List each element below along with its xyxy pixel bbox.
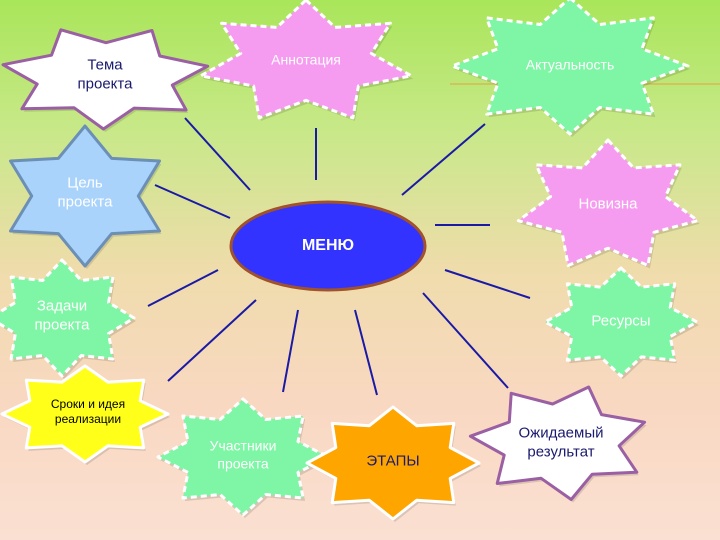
connector-result bbox=[422, 292, 509, 389]
node-actuality[interactable] bbox=[450, 0, 690, 137]
connector-group bbox=[147, 117, 531, 396]
hub-label: МЕНЮ bbox=[301, 237, 355, 254]
connector-actuality bbox=[401, 123, 486, 196]
node-resources[interactable] bbox=[543, 266, 699, 379]
node-label-participants: Участники проекта bbox=[209, 437, 277, 472]
node-shape-goal[interactable] bbox=[9, 124, 161, 268]
connector-tema bbox=[184, 117, 251, 191]
node-shape-novelty[interactable] bbox=[516, 138, 700, 267]
connector-timing bbox=[167, 299, 257, 382]
node-label-novelty: Новизна bbox=[578, 195, 638, 213]
connector-tasks bbox=[147, 269, 219, 307]
node-label-resources: Ресурсы bbox=[591, 312, 651, 330]
node-label-tasks: Задачи проекта bbox=[34, 297, 90, 333]
node-label-goal: Цель проекта bbox=[57, 174, 113, 210]
node-shape-resources[interactable] bbox=[543, 266, 699, 378]
node-tema[interactable] bbox=[1, 28, 210, 132]
node-annotation[interactable] bbox=[199, 0, 414, 121]
node-label-annotation: Аннотация bbox=[271, 51, 341, 68]
node-shape-participants[interactable] bbox=[156, 397, 330, 517]
connector-stages bbox=[354, 309, 378, 396]
node-shape-tasks[interactable] bbox=[0, 258, 136, 378]
node-label-result: Ожидаемый результат bbox=[518, 424, 604, 460]
node-shape-result[interactable] bbox=[468, 385, 647, 501]
node-group bbox=[0, 0, 700, 522]
connector-participants bbox=[282, 309, 299, 393]
connector-resources bbox=[444, 269, 531, 299]
node-novelty[interactable] bbox=[516, 138, 700, 269]
node-goal[interactable] bbox=[9, 124, 162, 269]
node-label-tema: Тема проекта bbox=[77, 56, 133, 92]
node-shape-timing[interactable] bbox=[0, 364, 170, 464]
node-label-timing: Сроки и идея реализации bbox=[50, 397, 126, 426]
node-shape-actuality[interactable] bbox=[450, 0, 690, 136]
node-participants[interactable] bbox=[156, 397, 330, 518]
node-shape-tema[interactable] bbox=[1, 28, 210, 131]
node-timing[interactable] bbox=[0, 364, 170, 465]
node-result[interactable] bbox=[468, 385, 647, 503]
hub-ellipse[interactable] bbox=[229, 200, 427, 292]
connector-goal bbox=[154, 184, 231, 219]
node-shape-annotation[interactable] bbox=[199, 0, 413, 120]
node-tasks[interactable] bbox=[0, 258, 136, 379]
node-label-actuality: Актуальность bbox=[525, 56, 615, 73]
node-stages[interactable] bbox=[305, 405, 481, 522]
node-label-stages: ЭТАПЫ bbox=[366, 452, 420, 470]
node-shape-stages[interactable] bbox=[305, 405, 481, 521]
